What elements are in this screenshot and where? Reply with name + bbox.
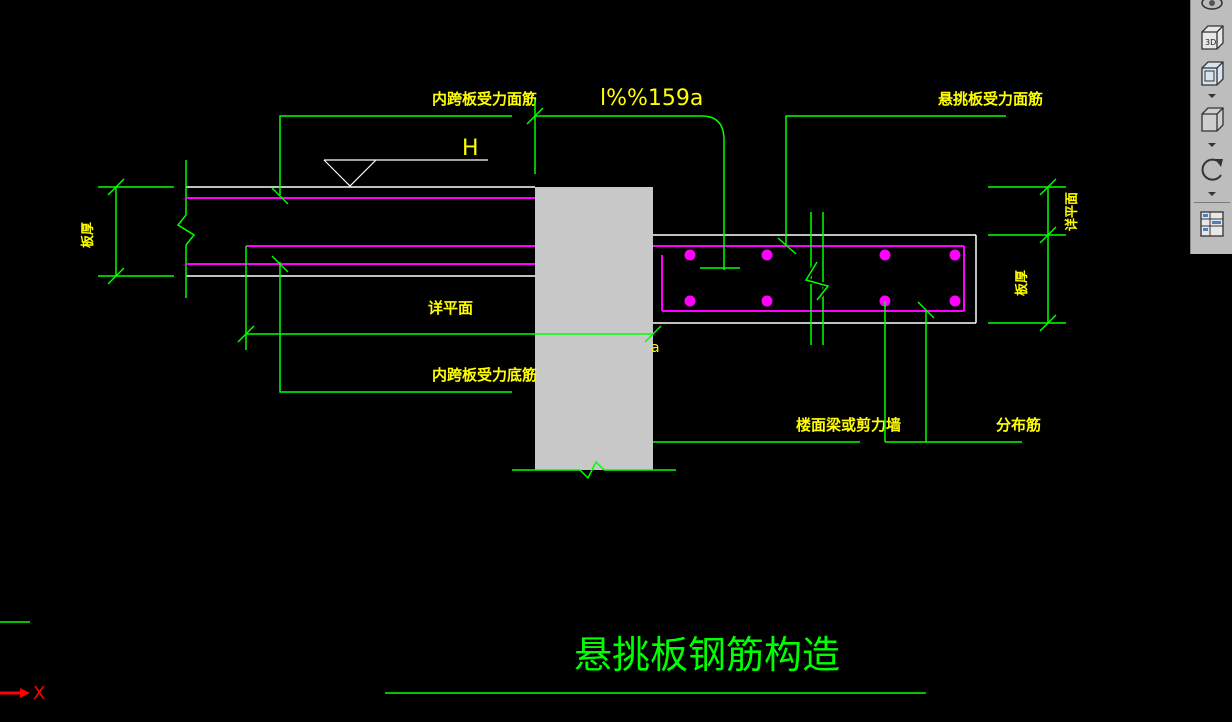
- rotate-dropdown-icon[interactable]: [1208, 192, 1216, 196]
- label-right-thickness: 板厚: [1014, 270, 1030, 296]
- dim-left-thickness: [98, 178, 174, 285]
- label-inner-bottom-rebar: 内跨板受力底筋: [432, 366, 537, 384]
- cantilever-break: [802, 212, 833, 345]
- 3d-box-icon[interactable]: 3D: [1195, 22, 1229, 52]
- leader-anchorage: [526, 100, 740, 270]
- ucs-icon: [0, 621, 30, 698]
- column-break: [512, 460, 676, 480]
- label-inner-top-rebar: 内跨板受力面筋: [432, 90, 537, 108]
- label-plan-ref: 详平面: [428, 299, 473, 317]
- label-distribution-bar: 分布筋: [996, 416, 1041, 434]
- dim-right-thickness: [988, 178, 1066, 332]
- dim-bottom-rebar: [237, 246, 662, 393]
- svg-text:3D: 3D: [1205, 38, 1216, 47]
- layout-grid-icon[interactable]: [1195, 208, 1229, 240]
- label-anchorage-length: l%%159a: [600, 86, 703, 111]
- rotate-icon[interactable]: [1195, 152, 1229, 186]
- orbit-icon[interactable]: [1195, 0, 1229, 14]
- shaded-dropdown-icon[interactable]: [1208, 143, 1216, 147]
- drawing-title: 悬挑板钢筋构造: [574, 633, 840, 677]
- shaded-box-icon[interactable]: [1195, 104, 1229, 134]
- level-h-label: H: [462, 136, 479, 161]
- inner-slab: [176, 160, 535, 298]
- leader-inner-top: [271, 115, 512, 205]
- label-a: a: [651, 340, 660, 356]
- label-right-side: 详平面: [1064, 192, 1080, 231]
- label-left-thickness: 板厚: [80, 222, 96, 248]
- support-column: [535, 187, 653, 470]
- cantilever-rebar: [653, 245, 965, 312]
- view-cube-dropdown-icon[interactable]: [1208, 94, 1216, 98]
- label-cantilever-top-rebar: 悬挑板受力面筋: [938, 90, 1043, 108]
- rebar-dots: [684, 249, 961, 307]
- leader-cantilever-top: [777, 115, 1006, 255]
- level-symbol: [323, 159, 488, 187]
- view-cube-icon[interactable]: [1195, 58, 1229, 88]
- ucs-x-label: X: [33, 683, 45, 704]
- navigation-toolbar: 3D: [1190, 0, 1232, 254]
- cantilever-slab: [653, 234, 977, 324]
- label-beam-wall: 楼面梁或剪力墙: [796, 416, 901, 434]
- leader-distribution: [884, 301, 1022, 443]
